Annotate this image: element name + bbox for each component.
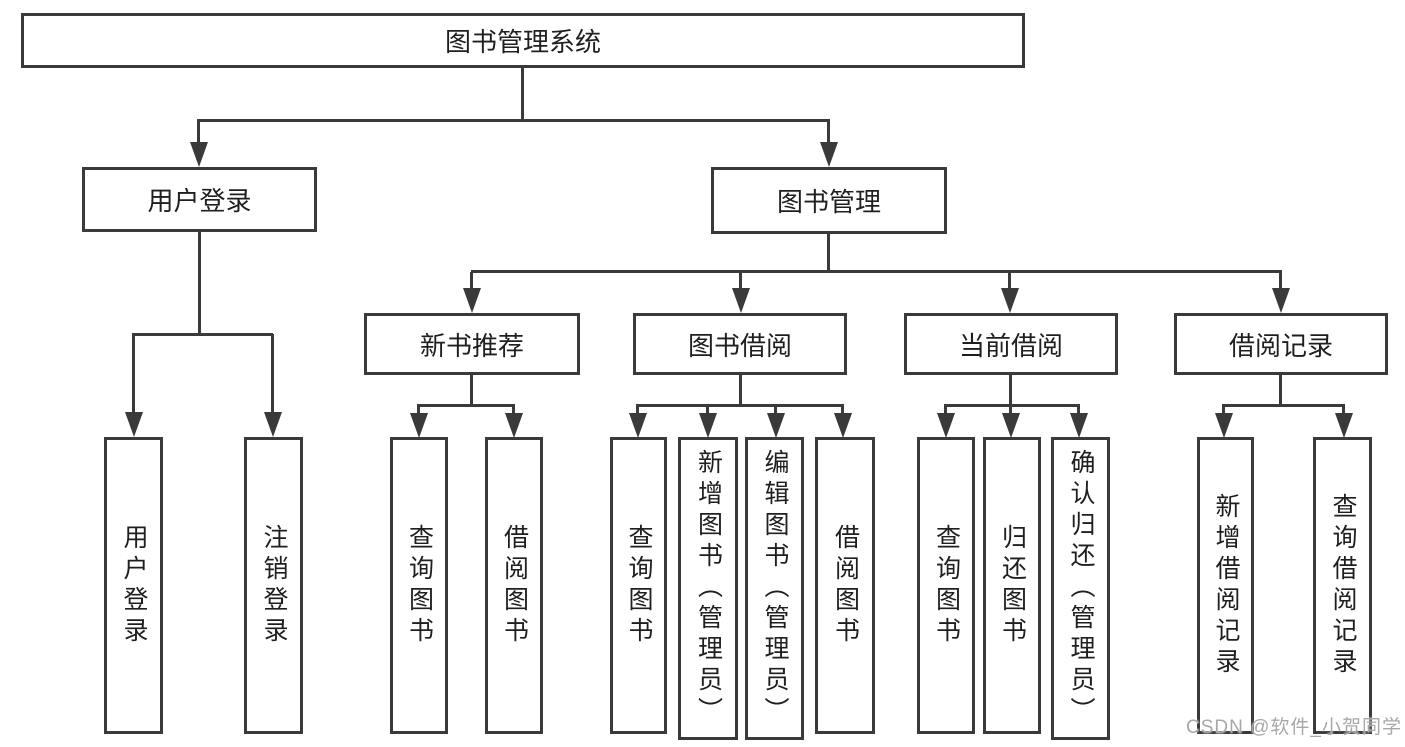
arrowhead-down <box>774 405 777 413</box>
connector-vline <box>739 373 742 407</box>
connector-hline <box>944 404 1080 407</box>
leaf-borrow-books: 借阅图书 <box>815 437 875 734</box>
arrowhead-down <box>841 405 844 413</box>
connector-hline <box>471 270 1282 273</box>
leaf-query-books: 查询图书 <box>610 437 667 734</box>
watermark: CSDN @软件_小贺同学 <box>1186 717 1402 738</box>
leaf-query-books: 查询图书 <box>390 437 448 734</box>
leaf-confirm-return-admin: 确认归还（管理员） <box>1051 437 1110 740</box>
leaf-logout: 注销登录 <box>244 437 303 734</box>
arrowhead-down <box>197 120 200 142</box>
connector-hline <box>132 333 273 336</box>
arrowhead-down <box>1077 405 1080 413</box>
leaf-query-books: 查询图书 <box>917 437 975 734</box>
arrowhead-down <box>636 405 639 413</box>
leaf-borrow-books: 借阅图书 <box>485 437 543 734</box>
node-borrowing-records: 借阅记录 <box>1174 313 1388 375</box>
connector-hline <box>417 404 515 407</box>
connector-hline <box>1222 404 1345 407</box>
leaf-query-borrow-record: 查询借阅记录 <box>1313 437 1372 734</box>
connector-hline <box>197 119 830 122</box>
leaf-add-borrow-record: 新增借阅记录 <box>1197 437 1254 734</box>
connector-hline <box>636 404 844 407</box>
node-current-borrowing: 当前借阅 <box>904 313 1118 375</box>
arrowhead-down <box>1222 405 1225 413</box>
node-new-book-recommendation: 新书推荐 <box>364 313 580 375</box>
connector-vline <box>521 67 524 121</box>
arrowhead-down <box>1009 405 1012 413</box>
arrowhead-down <box>132 334 135 412</box>
arrowhead-down <box>512 405 515 413</box>
node-book-borrowing: 图书借阅 <box>633 313 847 375</box>
arrowhead-down <box>827 120 830 142</box>
arrowhead-down <box>739 272 742 288</box>
arrowhead-down <box>944 405 947 413</box>
arrowhead-down <box>1008 272 1011 288</box>
arrowhead-down <box>1342 405 1345 413</box>
connector-vline <box>198 231 201 335</box>
connector-vline <box>470 373 473 407</box>
connector-vline <box>1009 373 1012 407</box>
arrowhead-down <box>417 405 420 413</box>
connector-vline <box>1279 375 1282 407</box>
node-library-management-system: 图书管理系统 <box>21 13 1025 68</box>
node-user-login: 用户登录 <box>82 167 317 232</box>
leaf-edit-books-admin: 编辑图书（管理员） <box>745 437 804 740</box>
arrowhead-down <box>706 405 709 413</box>
leaf-return-books: 归还图书 <box>983 437 1041 734</box>
leaf-user-login: 用户登录 <box>104 437 163 734</box>
arrowhead-down <box>271 334 274 412</box>
connector-vline <box>827 233 830 273</box>
leaf-add-books-admin: 新增图书（管理员） <box>678 437 738 740</box>
arrowhead-down <box>470 272 473 288</box>
node-book-management: 图书管理 <box>711 167 947 234</box>
arrowhead-down <box>1279 272 1282 288</box>
